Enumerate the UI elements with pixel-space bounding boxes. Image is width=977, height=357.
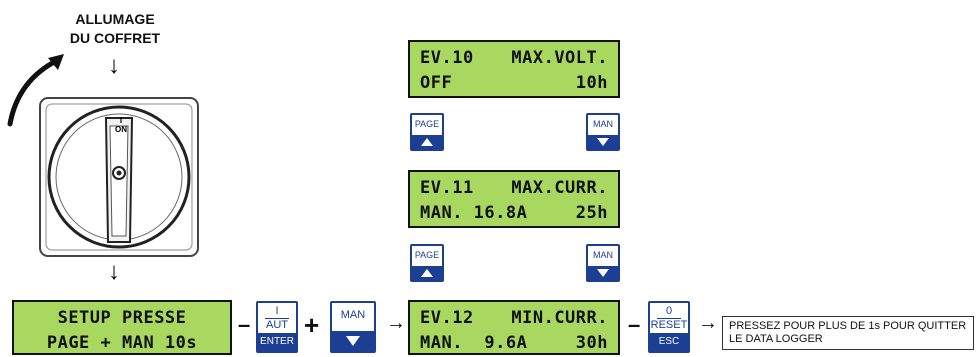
down-triangle-icon — [597, 138, 609, 146]
ev11-l2b: 25h — [575, 203, 608, 223]
arrow-to-note: → — [698, 312, 718, 334]
man-key-2[interactable]: MAN — [586, 244, 620, 282]
page-key-2-label: PAGE — [414, 250, 440, 260]
up-triangle-icon — [421, 269, 433, 277]
switch-on-top: I — [119, 116, 123, 125]
man-key-bottom-label: MAN — [340, 309, 366, 321]
rotate-arrow-icon — [7, 54, 64, 127]
man-key-1[interactable]: MAN — [586, 113, 620, 151]
down-triangle-icon — [597, 269, 609, 277]
title: ALLUMAGE DU COFFRET — [40, 10, 190, 48]
aut-enter-key[interactable]: I AUT ENTER — [256, 301, 298, 353]
lcd-ev11: EV.11 MAX.CURR. MAN. 16.8A 25h — [408, 170, 620, 228]
page-key-2[interactable]: PAGE — [410, 244, 444, 282]
ev10-l2b: 10h — [575, 73, 608, 93]
page-key-1-label: PAGE — [414, 119, 440, 129]
down-arrow-top: ↓ — [108, 52, 120, 79]
man-key-1-bar — [588, 135, 618, 149]
switch-on-text: ON — [115, 125, 127, 134]
ev12-l2b: 30h — [575, 333, 608, 353]
reset-esc-key[interactable]: 0 RESET ESC — [648, 301, 690, 353]
plus-operator: + — [304, 310, 320, 340]
man-key-bottom-bar — [332, 331, 374, 351]
reset-key-rule — [657, 318, 681, 319]
aut-key-top: I — [275, 305, 279, 317]
ev12-l1a: EV.12 — [420, 308, 474, 328]
exit-note: PRESSEZ POUR PLUS DE 1s POUR QUITTER LE … — [722, 316, 974, 350]
up-triangle-icon — [421, 138, 433, 146]
setup-lcd: SETUP PRESSE PAGE + MAN 10s — [12, 300, 232, 355]
down-arrow-bottom: ↓ — [108, 258, 120, 285]
rotary-switch[interactable] — [38, 96, 200, 258]
page-key-1[interactable]: PAGE — [410, 113, 444, 151]
lcd-ev12: EV.12 MIN.CURR. MAN. 9.6A 30h — [408, 300, 620, 355]
reset-key-bottom: ESC — [650, 333, 688, 351]
title-line-1: ALLUMAGE — [75, 11, 155, 27]
man-key-2-bar — [588, 266, 618, 280]
reset-key-top: 0 — [665, 305, 673, 317]
minus-operator-2: – — [628, 312, 641, 337]
reset-key-mid: RESET — [650, 319, 688, 331]
man-key-2-label: MAN — [593, 250, 613, 260]
setup-line-1: SETUP PRESSE — [57, 308, 187, 328]
aut-key-bottom: ENTER — [258, 333, 296, 351]
ev12-l1b: MIN.CURR. — [511, 308, 608, 328]
arrow-to-ev12: → — [386, 312, 406, 334]
page-key-1-bar — [412, 135, 442, 149]
ev11-l1b: MAX.CURR. — [511, 178, 608, 198]
aut-key-rule — [265, 318, 289, 319]
ev10-l1a: EV.10 — [420, 48, 474, 68]
lcd-ev10: EV.10 MAX.VOLT. OFF 10h — [408, 40, 620, 98]
ev10-l2a: OFF — [420, 73, 453, 93]
ev12-l2a: MAN. 9.6A — [420, 333, 528, 353]
ev11-l1a: EV.11 — [420, 178, 474, 198]
page-key-2-bar — [412, 266, 442, 280]
setup-line-2: PAGE + MAN 10s — [46, 333, 198, 353]
man-key-1-label: MAN — [593, 119, 613, 129]
minus-operator: – — [238, 312, 251, 337]
ev11-l2a: MAN. 16.8A — [420, 203, 528, 223]
man-key-bottom[interactable]: MAN — [330, 301, 376, 353]
switch-on-label: I ON — [112, 116, 130, 134]
ev10-l1b: MAX.VOLT. — [511, 48, 608, 68]
title-line-2: DU COFFRET — [69, 30, 161, 46]
down-triangle-icon — [346, 336, 360, 346]
aut-key-mid: AUT — [266, 319, 288, 331]
